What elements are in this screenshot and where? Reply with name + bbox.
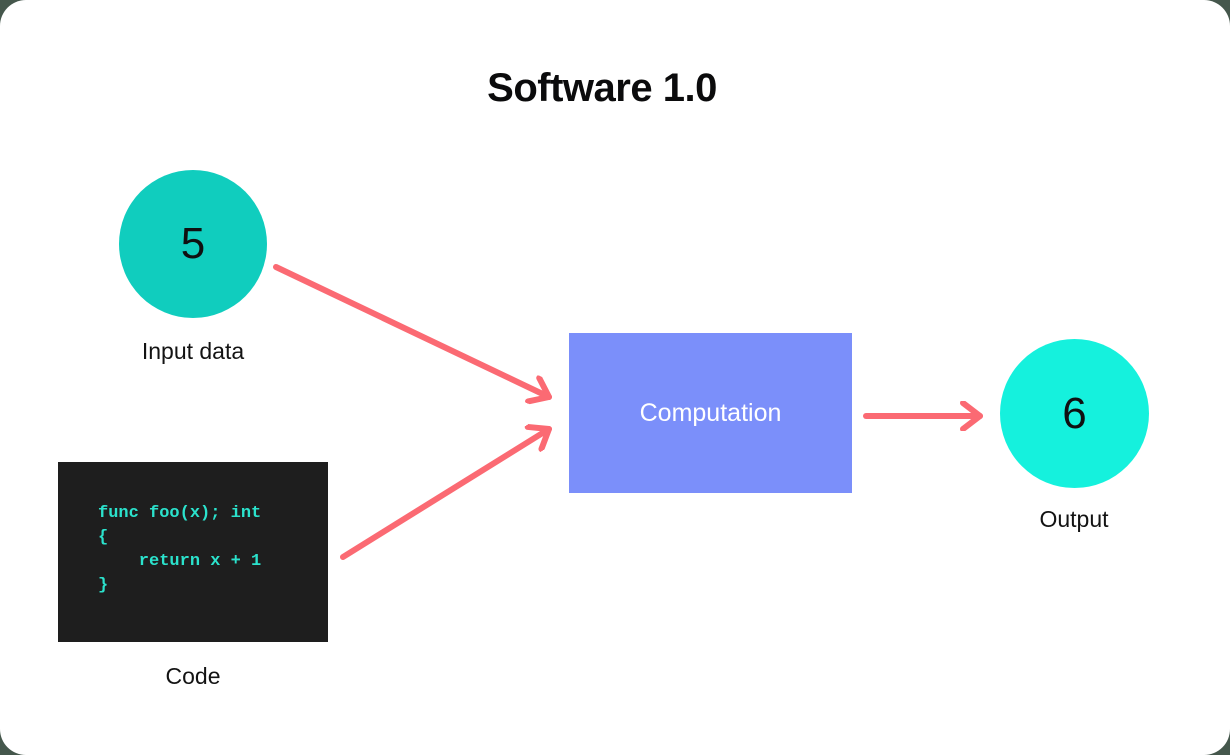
input-data-value: 5 (180, 219, 206, 268)
code-line: } (98, 576, 109, 595)
arrow-code-to-computation (340, 429, 552, 560)
arrow-input-to-computation (273, 264, 552, 397)
code-line: func foo(x); int (98, 504, 262, 523)
code-line: { (98, 528, 109, 547)
computation-label: Computation (639, 398, 782, 427)
code-snippet: func foo(x); int { return x + 1 } (98, 502, 328, 598)
input-data-node: 5 (119, 170, 267, 318)
code-node: func foo(x); int { return x + 1 } (58, 462, 328, 642)
output-value: 6 (1062, 388, 1087, 438)
computation-node: Computation (569, 333, 852, 493)
output-node: 6 (1000, 339, 1149, 488)
diagram-title: Software 1.0 (487, 66, 717, 110)
code-label: Code (165, 663, 221, 689)
input-data-label: Input data (141, 338, 245, 364)
code-line: return x + 1 (98, 552, 262, 571)
output-label: Output (1039, 506, 1109, 532)
